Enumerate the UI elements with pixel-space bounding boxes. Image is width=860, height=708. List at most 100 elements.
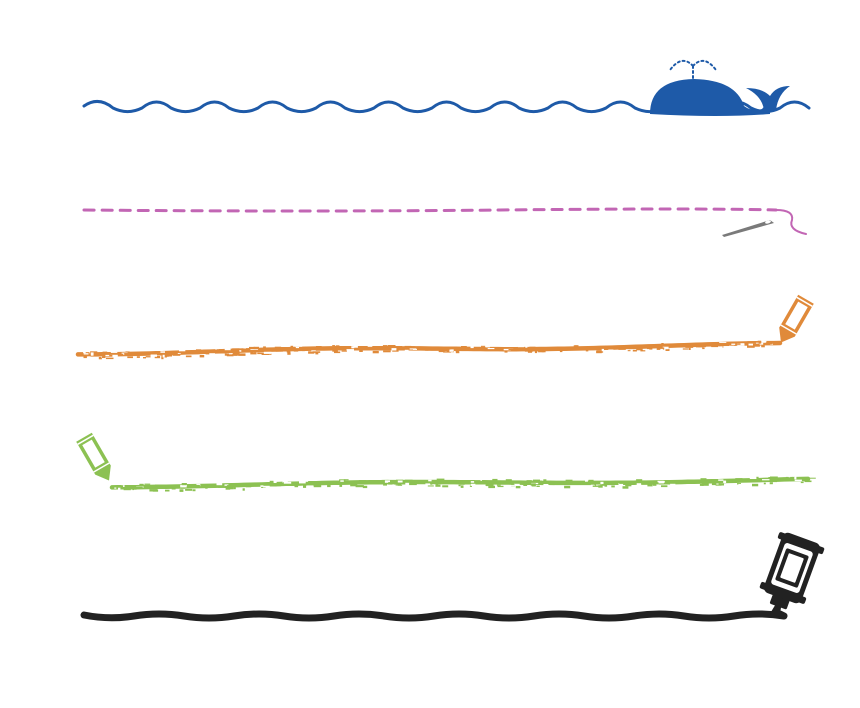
crayon-speck [794,479,802,482]
crayon-speck [118,487,121,490]
crayon-speck [343,479,349,481]
crayon-speck [611,485,615,488]
crayon-speck [354,348,362,351]
crayon-speck [565,479,573,482]
crayon-speck [752,483,759,487]
crayon-speck [161,356,164,360]
crayon-speck [526,485,532,488]
crayon-speck [404,349,409,352]
crayon-speck [491,480,497,483]
crayon-speck [748,343,755,346]
crayon-speck [735,478,743,481]
crayon-speck [653,482,659,484]
crayon-speck [239,350,242,352]
crayon-speck [162,485,167,487]
crayon-speck [339,484,343,487]
crayon-speck [736,343,741,345]
crayon-speck [769,482,773,485]
crayon-speck [302,349,305,352]
crayon-speck [573,345,578,347]
crayon-speck [180,484,187,488]
crayon-speck [282,480,288,483]
crayon-speck [242,488,245,491]
crayon-speck [661,485,668,488]
crayon-speck [205,353,211,355]
crayon-speck [134,489,138,492]
crayon-speck [245,485,252,488]
crayon-speck [335,348,339,350]
crayon-speck [402,345,405,347]
crayon-speck [283,481,292,484]
crayon-speck [618,347,626,350]
crayon-speck [526,480,532,482]
crayon-speck [273,485,277,487]
crayon-speck [435,484,441,487]
crayon-speck [554,347,559,349]
crayon-speck [486,484,492,487]
crayon-speck [238,353,246,356]
crayon-speck [397,480,403,483]
crayon-speck [534,350,538,354]
crayon-speck [661,343,664,345]
crayon-speck [589,482,593,484]
crayon-speck [604,481,609,483]
crayon-speck [763,482,766,485]
crayon-speck [723,480,729,482]
crayon-speck [313,483,321,486]
crayon-speck [522,482,529,485]
crayon-speck [607,481,611,484]
crayon-speck [460,485,464,488]
crayon-speck [346,349,354,352]
crayon-speck [541,481,547,483]
crayon-speck [476,348,483,351]
crayon-speck [293,350,299,352]
marker-cap-band-top [777,532,825,555]
crayon-speck [359,349,363,352]
crayon-speck [699,484,704,486]
crayon-speck [655,484,660,486]
crayon-speck [773,482,781,485]
crayon-speck [201,350,204,352]
crayon-speck [407,346,416,349]
crayon-speck [636,483,642,486]
crayon-speck [445,480,449,482]
crayon-speck [649,345,652,348]
crayon-speck [216,350,223,353]
crayon-speck [785,476,789,479]
crayon-speck [405,485,411,488]
crayon-speck [294,485,299,488]
crayon-speck [643,349,650,351]
crayon-speck [800,481,804,484]
crayon-speck [315,351,319,355]
crayon-speck [470,481,475,484]
crayon-speck [456,347,462,349]
crayon-speck [268,482,277,484]
crayon-speck [758,341,762,344]
stitch-thread [775,209,807,235]
crayon-speck [711,344,718,348]
crayon-speck [608,349,614,352]
crayon-speck [790,476,795,478]
crayon-speck [281,351,287,353]
crayon-speck [742,479,746,482]
crayon-speck [173,352,178,355]
crayon-speck [425,483,431,486]
crayon-speck [326,348,331,351]
crayon-speck [667,345,672,347]
crayon-speck [270,348,274,350]
crayon-speck [541,479,545,481]
crayon-speck [340,480,344,482]
whale-spout [669,59,717,79]
crayon-speck [550,351,554,354]
crayon-speck [263,485,270,488]
crayon-speck [442,481,448,482]
crayon-speck [79,353,84,356]
crayon-speck [336,346,343,349]
crayon-speck [217,349,225,351]
marker-cap-band-bottom [759,581,807,604]
crayon-speck [470,482,475,484]
crayon-speck [121,485,125,487]
crayon-speck [527,351,533,353]
crayon-speck [135,486,143,489]
crayon-speck [603,346,609,349]
